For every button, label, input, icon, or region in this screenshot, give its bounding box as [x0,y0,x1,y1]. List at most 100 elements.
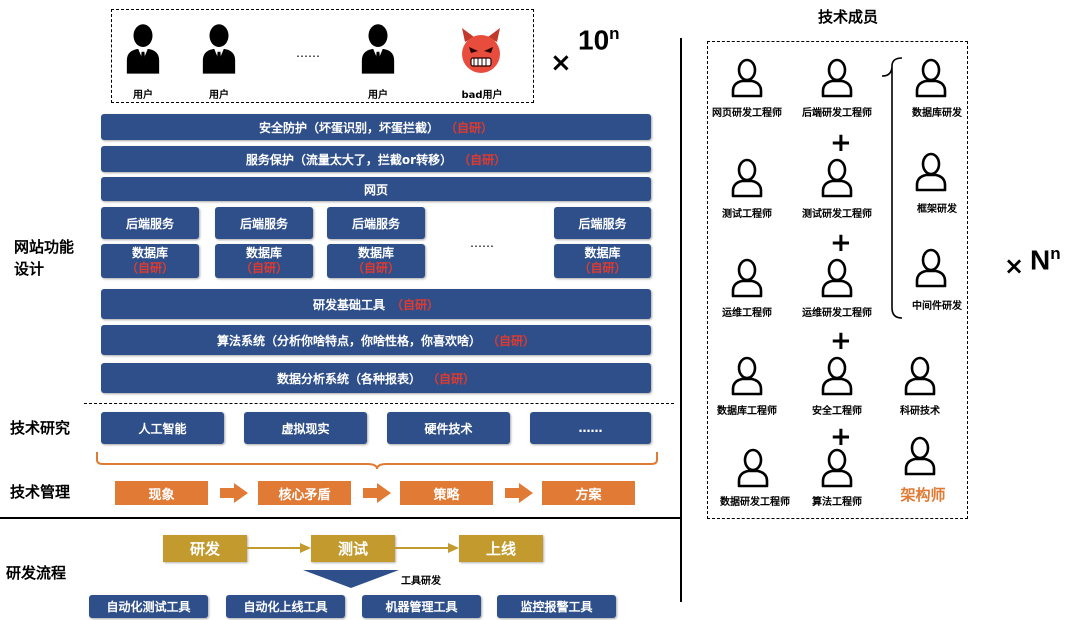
security-text: 安全防护（坏蛋识别，坏蛋拦截） [258,120,439,135]
rd-tools-block: 研发基础工具（自研） [101,289,651,319]
member-ops-engineer: 运维工程师 [722,308,772,319]
self-dev-tag: （自研） [445,120,494,135]
web-block: 网页 [101,177,651,201]
users-ellipsis: …… [296,46,320,60]
person-icon [730,258,764,298]
tool-auto-test: 自动化测试工具 [89,595,208,618]
member-security-engineer: 安全工程师 [812,406,862,417]
research-item: 虚拟现实 [244,412,367,444]
data-analysis-text: 数据分析系统（各种报表） [276,371,421,386]
users-multiplier: × [550,48,572,78]
arrow-right-icon [395,543,459,553]
person-icon [903,356,937,396]
arrow-right-icon [363,483,391,503]
section-divider-dashed [84,403,674,404]
backend-service-block: 后端服务 [215,207,313,239]
person-icon [820,258,854,298]
member-middleware-research: 中间件研发 [912,301,962,312]
backend-service-block: 后端服务 [554,207,651,239]
users-box [111,9,534,103]
database-text: 数据库 [584,246,621,260]
self-dev-tag: （自研） [239,261,288,275]
mgmt-step-core-conflict: 核心矛盾 [258,481,351,505]
plus-sign: + [830,326,852,356]
research-item: 硬件技术 [387,412,510,444]
person-icon [914,248,948,288]
person-icon [903,436,937,476]
user-label: 用户 [368,90,388,101]
users-power: 10n [578,24,620,56]
tools-down-arrow-icon [303,570,399,588]
self-dev-tag: （自研） [427,371,476,386]
site-design-label-line2: 设计 [14,260,45,278]
person-icon [730,356,764,396]
member-test-dev-engineer: 测试研发工程师 [802,209,872,220]
database-block: 数据库（自研） [215,244,313,278]
self-dev-tag: （自研） [458,152,507,167]
backend-service-block: 后端服务 [101,207,199,239]
user-label: 用户 [133,90,153,101]
person-icon [820,356,854,396]
services-ellipsis: …… [470,236,494,250]
tool-monitor-alert: 监控报警工具 [497,595,616,618]
mgmt-step-plan: 方案 [542,481,635,505]
team-power-exponent: n [1050,244,1061,263]
database-text: 数据库 [131,246,168,260]
tool-auto-launch: 自动化上线工具 [226,595,345,618]
member-data-dev-engineer: 数据研发工程师 [720,497,790,508]
member-db-research: 数据库研发 [912,108,962,119]
security-block: 安全防护（坏蛋识别，坏蛋拦截） （自研） [101,114,651,140]
self-dev-tag: （自研） [487,333,536,348]
research-bracket [96,452,658,470]
plus-sign: + [830,422,852,452]
tool-machine-mgmt: 机器管理工具 [362,595,481,618]
algorithm-system-block: 算法系统（分析你啥特点，你啥性格，你喜欢啥） （自研） [101,325,651,355]
tech-research-label: 技术研究 [10,419,71,437]
self-dev-tag: （自研） [391,297,440,312]
member-web-engineer: 网页研发工程师 [712,108,782,119]
site-design-label: 网站功能 设计 [14,236,74,280]
users-power-exponent: n [609,24,620,43]
team-power-base: N [1030,244,1051,276]
arrow-right-icon [505,483,533,503]
section-divider-solid [0,517,680,519]
member-architect: 架构师 [900,486,946,504]
site-design-label-line1: 网站功能 [14,238,75,256]
team-power: Nn [1030,244,1061,276]
self-dev-tag: （自研） [125,261,174,275]
plus-sign: + [830,228,852,258]
team-title: 技术成员 [818,8,879,26]
person-icon [820,58,854,98]
plus-sign: + [830,128,852,158]
self-dev-tag: （自研） [578,261,627,275]
research-item: 人工智能 [101,412,224,444]
team-bracket [881,57,903,319]
data-analysis-block: 数据分析系统（各种报表） （自研） [101,363,651,393]
mgmt-step-strategy: 策略 [400,481,493,505]
backend-service-block: 后端服务 [327,207,425,239]
person-icon [820,448,854,488]
team-multiplier: × [1004,252,1025,280]
member-test-engineer: 测试工程师 [722,209,772,220]
user-icon [359,22,397,74]
process-step-launch: 上线 [459,535,543,562]
person-icon [730,158,764,198]
team-box [707,41,968,519]
arrow-right-icon [220,483,248,503]
person-icon [736,448,770,488]
research-item: …… [530,412,651,444]
database-block: 数据库（自研） [554,244,651,278]
member-db-engineer: 数据库工程师 [717,406,777,417]
mgmt-step-phenomenon: 现象 [115,481,208,505]
user-icon [200,22,238,74]
database-text: 数据库 [245,246,282,260]
arrow-right-icon [247,543,311,553]
member-research: 科研技术 [900,406,940,417]
member-framework-research: 框架研发 [917,204,957,215]
devil-icon [462,28,500,73]
person-icon [914,152,948,192]
algorithm-system-text: 算法系统（分析你啥特点，你啥性格，你喜欢啥） [216,333,481,348]
process-step-test: 测试 [311,535,395,562]
service-protection-block: 服务保护（流量太大了，拦截or转移）（自研） [101,146,651,172]
users-power-base: 10 [578,24,610,56]
